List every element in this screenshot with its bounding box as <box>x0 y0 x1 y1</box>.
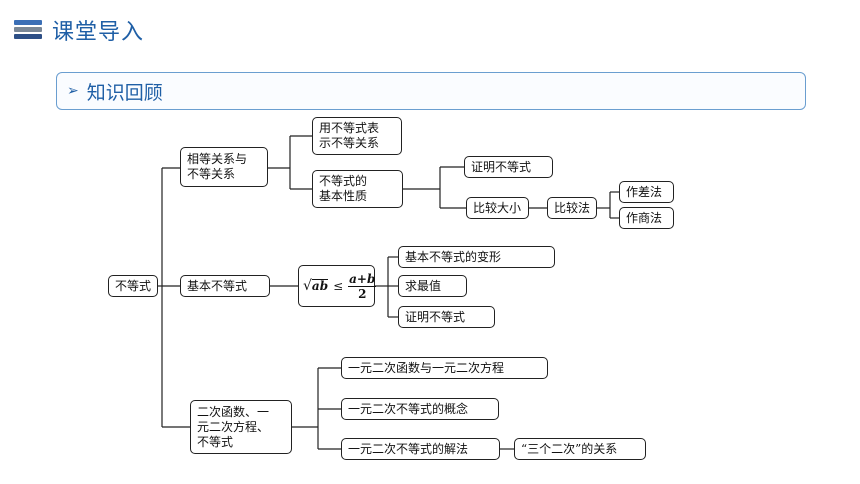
node-comparison-method: 比较法 <box>547 197 597 219</box>
formula-numerator: a+b <box>348 271 377 287</box>
node-quadratic-function-equation: 一元二次函数与一元二次方程 <box>341 357 548 379</box>
section-banner: ➢ 知识回顾 <box>56 72 806 110</box>
formula-denominator: 2 <box>358 286 367 301</box>
formula-operator: ≤ <box>333 278 344 293</box>
formula-sqrt: ab <box>311 279 329 293</box>
node-quotient-method: 作商法 <box>619 207 674 229</box>
node-basic-properties: 不等式的 基本性质 <box>312 170 403 208</box>
node-inequality: 不等式 <box>108 275 158 297</box>
node-prove-inequality-1: 证明不等式 <box>464 156 553 178</box>
node-represent-inequality: 用不等式表 示不等关系 <box>312 117 402 155</box>
node-inequality-transform: 基本不等式的变形 <box>398 246 555 268</box>
page-header: 课堂导入 <box>14 10 144 50</box>
section-title: 知识回顾 <box>86 81 163 104</box>
node-basic-inequality: 基本不等式 <box>180 275 270 297</box>
node-prove-inequality-2: 证明不等式 <box>398 306 495 328</box>
node-difference-method: 作差法 <box>619 181 674 203</box>
node-compare-size: 比较大小 <box>466 197 529 219</box>
books-icon <box>14 17 44 43</box>
page-title: 课堂导入 <box>52 20 145 45</box>
arrow-icon: ➢ <box>67 83 79 99</box>
node-basic-inequality-formula: √ab ≤ a+b 2 <box>298 265 377 307</box>
node-quadratic-inequality-solution: 一元二次不等式的解法 <box>341 438 500 460</box>
node-equality-inequality-relation: 相等关系与 不等关系 <box>180 147 268 187</box>
node-three-quadratics-relation: “三个二次”的关系 <box>514 438 646 460</box>
node-find-extremum: 求最值 <box>398 275 467 297</box>
node-quadratic-inequality-concept: 一元二次不等式的概念 <box>341 398 499 420</box>
node-quadratic: 二次函数、一 元二次方程、 不等式 <box>190 400 292 454</box>
